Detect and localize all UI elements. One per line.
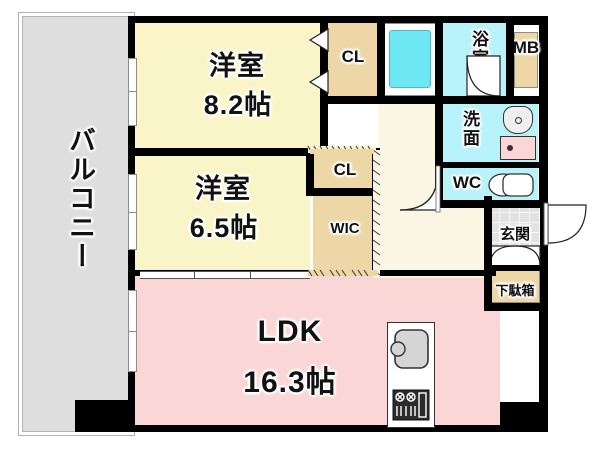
wall-right-lower-notch	[496, 402, 548, 432]
washer-drain-icon	[507, 145, 513, 151]
bedroom-1-label: 洋室	[209, 51, 265, 81]
wall-bath-bottom	[385, 96, 540, 104]
window-bedroom-1-mullion	[128, 91, 137, 92]
wall-washroom-left	[435, 104, 443, 204]
wall-mb-left	[506, 23, 514, 96]
window-bedroom-1	[128, 58, 137, 126]
kitchen-sink-icon	[390, 329, 429, 369]
balcony-label: バルコニー	[65, 126, 95, 271]
wall-between-bedrooms	[128, 148, 313, 156]
closet-mid-cl	[313, 152, 375, 190]
washroom-label: 洗面	[460, 110, 479, 148]
hall-door-swing-icon	[399, 165, 441, 213]
window-bedroom-2-mullion	[128, 212, 137, 213]
room-bedroom-2	[135, 155, 310, 272]
washing-machine-pan-icon	[500, 136, 536, 160]
room-balcony	[22, 16, 131, 432]
meter-box-label: MB	[512, 38, 540, 57]
closet-wic	[313, 196, 375, 272]
bath-door-swing-icon	[466, 55, 501, 97]
room-bedroom-1	[135, 23, 325, 148]
wall-closet-top-bottom	[320, 96, 385, 104]
wall-hall-ldk-divider	[380, 270, 496, 276]
toilet-label: WC	[452, 173, 482, 192]
wall-bath-left-partition	[435, 23, 443, 96]
window-ldk-mullion	[128, 331, 137, 332]
wall-closet-top-right	[377, 16, 385, 104]
wall-bottom	[128, 422, 500, 432]
wall-entry-left	[484, 196, 492, 306]
entrance-door-swing-icon	[543, 202, 587, 246]
sliding-door-bedroom2-ldk[interactable]	[140, 271, 310, 279]
folding-door-closet-top-icon	[308, 27, 329, 95]
sliding-door-divider-1	[194, 271, 195, 279]
wall-shoebox-bottom	[484, 303, 540, 311]
bedroom-2-label: 洋室	[195, 174, 251, 204]
wall-top	[128, 16, 548, 25]
gas-stove-icon	[392, 389, 430, 421]
wash-basin-drain-icon	[515, 117, 522, 124]
room-ldk	[135, 275, 500, 425]
wall-bottom-left	[75, 400, 137, 432]
shoe-cabinet-label: 下駄箱	[495, 283, 535, 298]
wall-cl-mid-left	[306, 148, 314, 192]
sliding-door-wic-hall	[372, 149, 381, 278]
bedroom-2-size: 6.5帖	[189, 213, 259, 243]
ldk-size: 16.3帖	[243, 366, 337, 399]
closet-top-cl-label: CL	[341, 47, 365, 66]
sliding-door-cl-mid-top	[310, 149, 374, 154]
bedroom-1-size: 8.2帖	[203, 90, 273, 120]
wall-shoebox-right	[490, 265, 540, 271]
closet-mid-cl-label: CL	[333, 160, 357, 179]
sliding-door-wic-bottom	[307, 269, 378, 277]
wall-cl-wic-divider	[306, 188, 376, 196]
sliding-door-divider-2	[250, 271, 251, 279]
entrance-step-icon	[489, 245, 541, 267]
ldk-label: LDK	[257, 315, 323, 348]
toilet-icon	[488, 173, 534, 197]
bathtub-icon	[389, 30, 431, 88]
closet-wic-label: WIC	[330, 220, 360, 237]
entrance-label: 玄関	[499, 226, 530, 243]
wall-right-entry	[539, 216, 548, 402]
room-meter-box	[514, 32, 538, 88]
wall-right-upper	[539, 16, 548, 216]
closet-top-cl	[327, 23, 377, 96]
wall-wc-top	[435, 162, 540, 168]
